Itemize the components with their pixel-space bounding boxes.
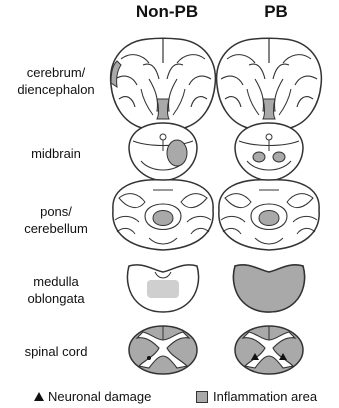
legend-neuronal-damage-label: Neuronal damage <box>48 389 151 404</box>
midbrain-pb <box>235 123 303 181</box>
cerebrum-non-pb <box>111 38 216 129</box>
legend-inflammation-area-label: Inflammation area <box>213 389 317 404</box>
spinal-cord-pb <box>235 326 303 374</box>
legend-neuronal-damage: Neuronal damage <box>34 389 151 404</box>
brain-section-diagrams <box>0 0 339 385</box>
cerebrum-pb <box>217 38 322 129</box>
triangle-icon <box>34 392 44 401</box>
gray-square-icon <box>196 391 208 403</box>
pons-non-pb <box>113 180 213 250</box>
legend-inflammation-area: Inflammation area <box>196 389 317 404</box>
medulla-non-pb <box>127 265 198 312</box>
medulla-pb <box>233 265 304 312</box>
pons-pb <box>219 180 319 250</box>
spinal-cord-non-pb <box>129 326 197 374</box>
midbrain-non-pb <box>129 123 197 181</box>
